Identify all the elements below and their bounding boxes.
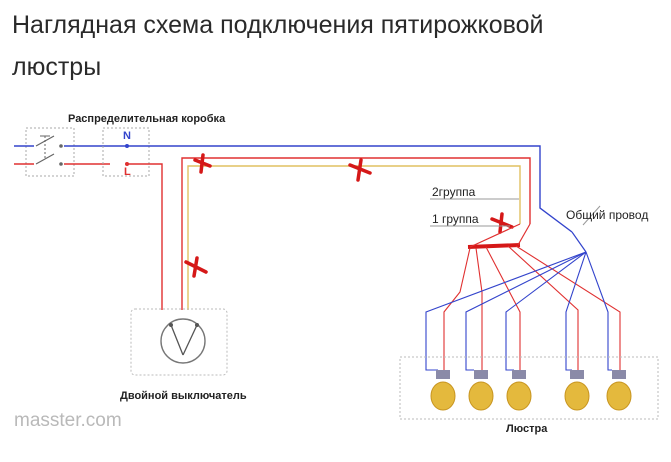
neutral-label: N	[123, 130, 131, 142]
lamp-2	[468, 370, 494, 411]
red-lamp-feeds	[443, 245, 621, 370]
blue-lamp-feeds	[425, 251, 612, 371]
breaker-contact-bottom	[35, 153, 55, 165]
common-wire-label: Общий провод	[566, 208, 649, 222]
neutral-wire	[110, 145, 573, 233]
junction-box	[102, 127, 150, 177]
lamp-1	[430, 370, 456, 411]
chandelier-frame	[399, 356, 659, 420]
group2-label: 2группа	[432, 185, 476, 199]
lamp-3	[506, 370, 532, 411]
input-breaker	[25, 127, 75, 177]
group2-return-red	[181, 157, 531, 310]
lamp-4	[564, 370, 590, 411]
junction-box-label: Распределительная коробка	[68, 113, 226, 125]
lamp-5	[606, 370, 632, 411]
chandelier-label: Люстра	[506, 423, 548, 435]
group1-label: 1 группа	[432, 212, 479, 226]
group-bus-bar	[467, 243, 521, 249]
double-switch-label: Двойной выключатель	[120, 390, 247, 402]
title-line-1: Наглядная схема подключения пятирожковой	[12, 11, 544, 39]
cut-mark-1	[193, 153, 212, 174]
page-title: Наглядная схема подключения пятирожковой…	[12, 4, 662, 88]
common-wire-leader	[582, 205, 601, 226]
title-line-2: люстры	[12, 53, 102, 81]
double-switch-frame	[130, 308, 228, 376]
watermark: masster.com	[14, 410, 122, 431]
live-wire-to-switch	[127, 163, 163, 310]
live-label: L	[124, 166, 131, 178]
cut-mark-2	[348, 158, 372, 182]
cut-mark-3	[184, 256, 208, 278]
